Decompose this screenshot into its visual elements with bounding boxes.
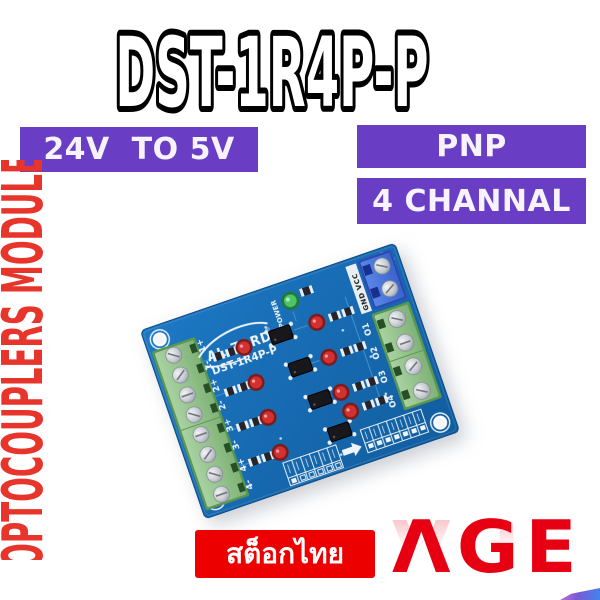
pcb-vias [264,325,388,456]
output-label: O1 [361,321,375,337]
output-label: O3 [377,368,391,384]
registered-mark: ® [264,326,272,335]
optocoupler-ic [322,418,357,445]
optocoupler-ic [264,321,298,348]
channel-row [235,375,380,432]
brand-swoosh [198,321,268,359]
output-label: O2 [369,345,383,361]
side-label-text: OPTOCOUPLERS MODULE [0,160,56,560]
output-label: O4 [386,393,400,409]
channel-rows [211,305,389,467]
page-title: DST-1R4P-P [111,13,433,125]
silkscreen-arrow [341,442,362,457]
voltage-banner: 24V TO 5V [20,127,258,172]
output-terminal [371,301,442,411]
power-terminal [357,249,408,310]
title-text: DST-1R4P-P [115,17,428,125]
pin-label: 2+ [209,377,223,393]
channel-row [223,340,368,397]
silkscreen-table-left [282,444,345,487]
output-labels: O1 O2 O3 O4 [361,321,400,409]
pin-label: 3+ [222,417,236,433]
optocoupler-ic [303,386,337,413]
input-terminal [151,337,250,511]
pin-label: 4+ [236,456,250,472]
stock-badge: สต็อกไทย [195,530,375,578]
pcb-module: 1+ 1- 2+ 2- 3+ 3- 4+ 4- AL-ZARD ® DST-1R… [140,242,460,519]
channel-row [247,394,389,467]
brand-logo-text: ΛGE [392,505,584,589]
smd-resistor [299,285,314,297]
side-label: OPTOCOUPLERS MODULE [0,160,56,560]
input-pin-labels: 1+ 1- 2+ 2- 3+ 3- 4+ 4- [195,337,256,491]
brand-logo-reflection: ΛGE [392,503,584,587]
silkscreen-table-right [359,408,430,454]
channel-banner: 4 CHANNAL [357,178,586,224]
pin-label: 4- [244,478,257,491]
pin-label: 3- [230,438,243,451]
pin-label: 2- [216,398,229,411]
pnp-banner: PNP [357,125,586,168]
channel-row [211,305,355,362]
optocoupler-ic [283,354,318,381]
pin-label: 1- [202,359,215,372]
brand-logo: ΛGE ΛGE [392,503,597,600]
